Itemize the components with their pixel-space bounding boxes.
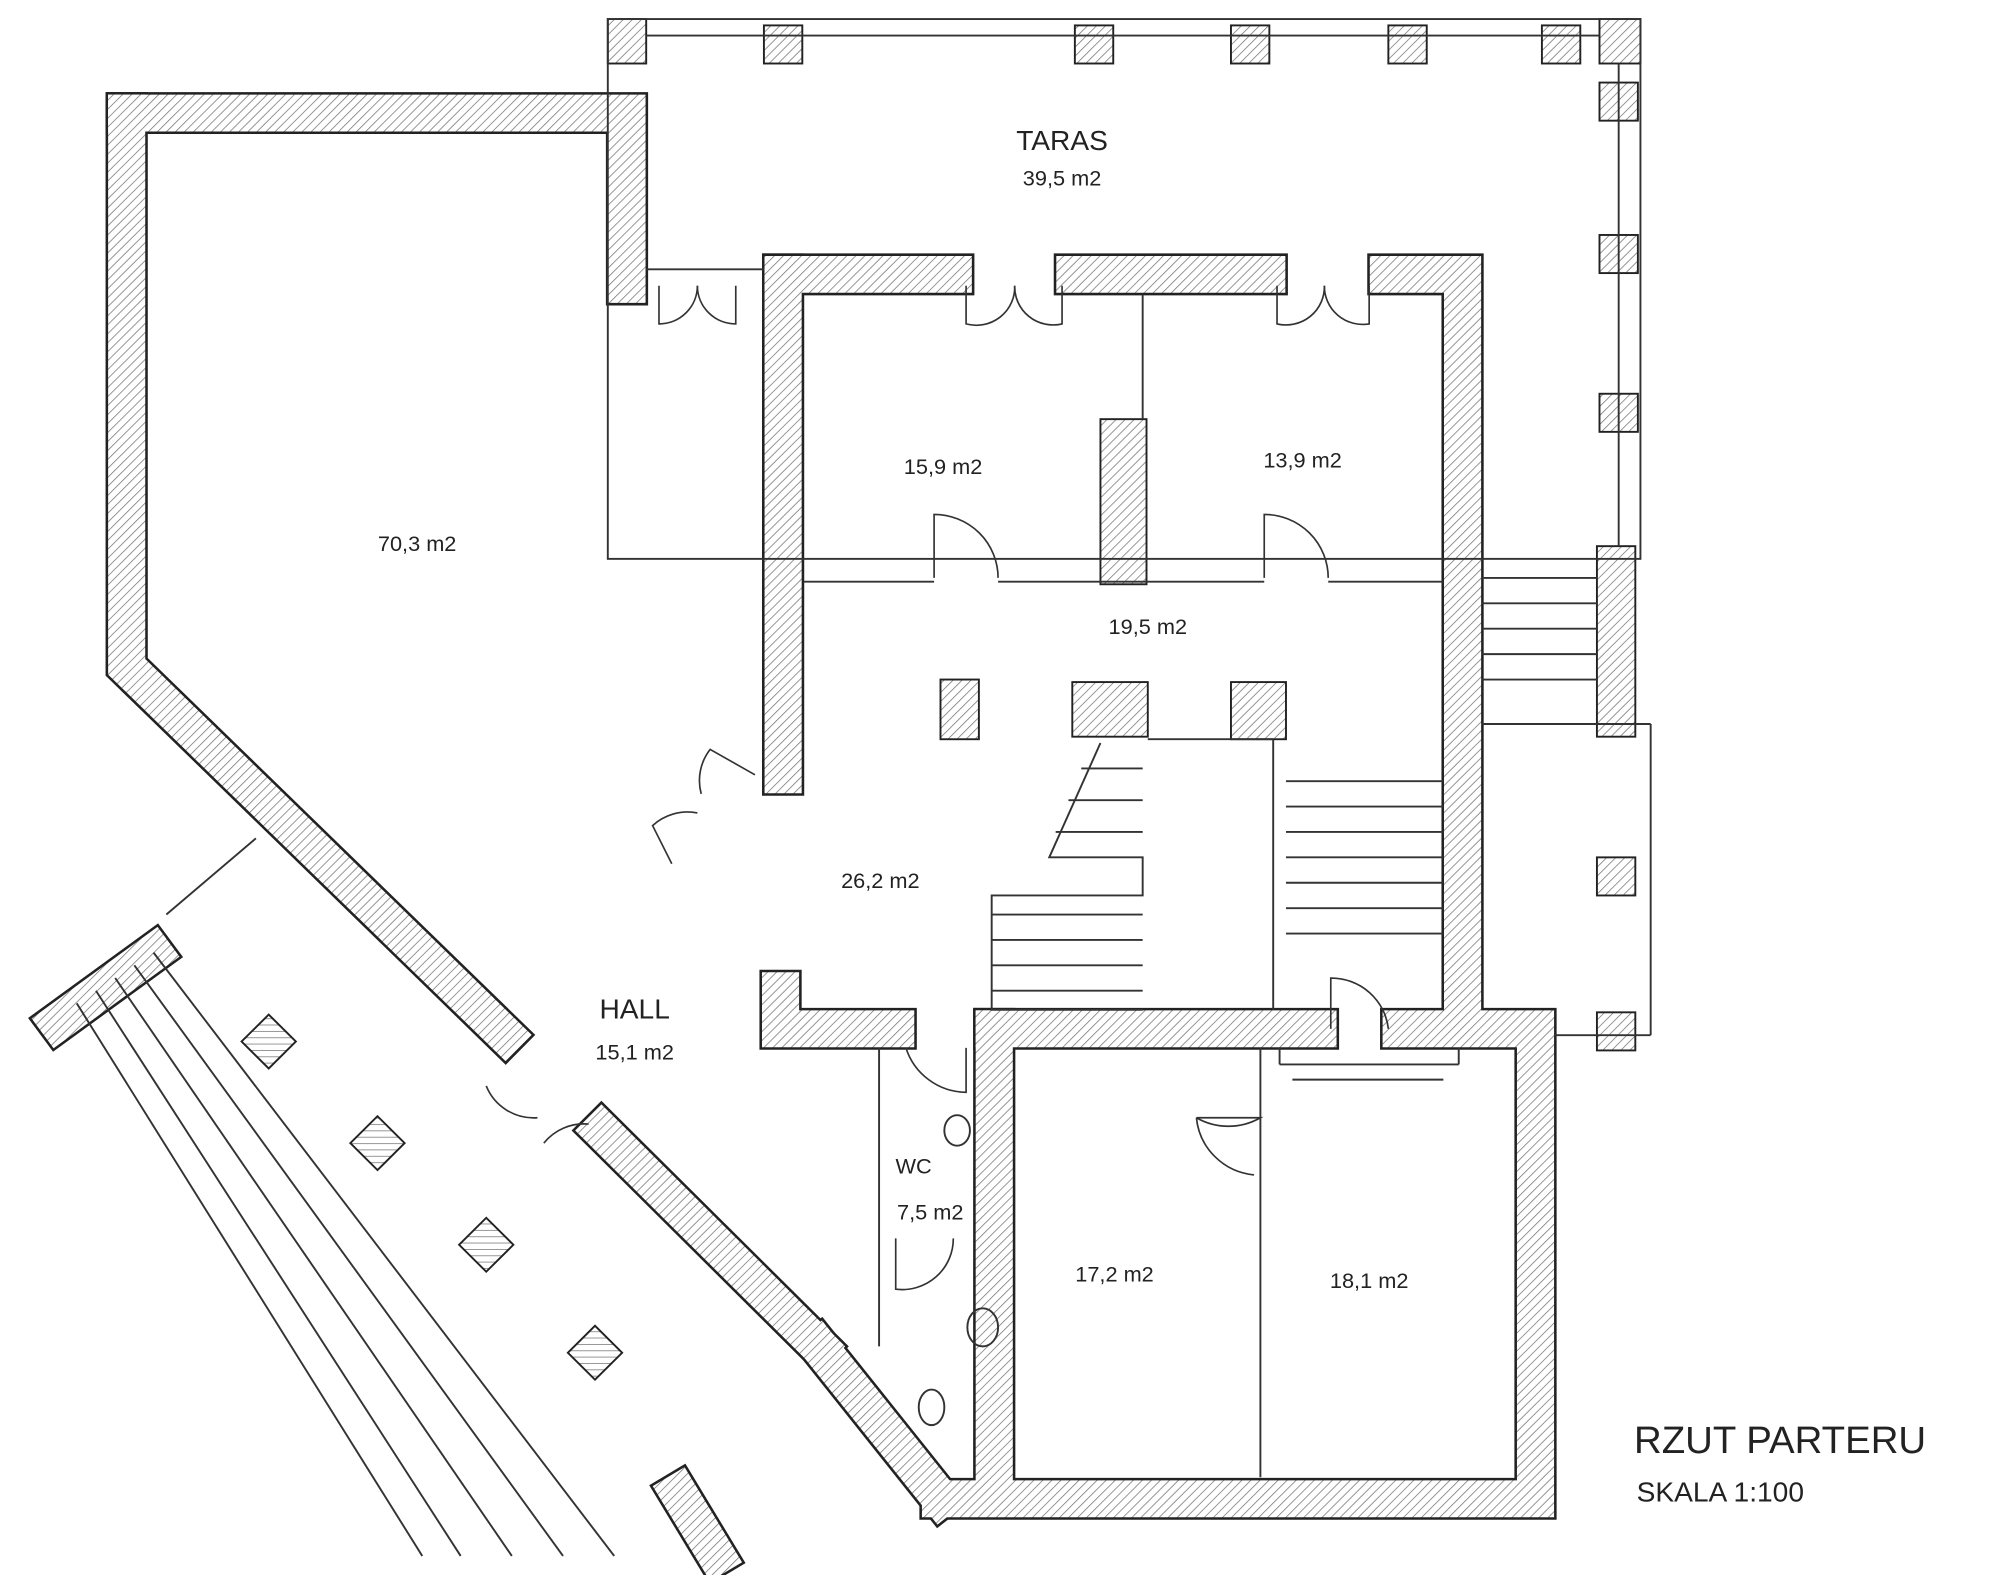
- room-area: 26,2 m2: [841, 868, 920, 893]
- drawing-scale: SKALA 1:100: [1637, 1476, 1804, 1507]
- sink-icon: [943, 1114, 971, 1147]
- room-area-hall: 15,1 m2: [595, 1039, 674, 1064]
- drawing-title: RZUT PARTERU: [1634, 1419, 1926, 1462]
- pillars: [240, 18, 1642, 1382]
- toilet-icon: [917, 1388, 946, 1427]
- walls: [28, 92, 1557, 1575]
- room-area: 15,9 m2: [904, 454, 983, 479]
- room-name-taras: TARAS: [1016, 125, 1108, 156]
- doors: [485, 285, 1390, 1291]
- wc-fixtures: [917, 1114, 1000, 1427]
- room-name-wc: WC: [896, 1154, 932, 1179]
- room-area: 19,5 m2: [1109, 614, 1188, 639]
- stairs-upper: [990, 576, 1597, 1011]
- room-area: 70,3 m2: [378, 531, 457, 556]
- room-area: 18,1 m2: [1330, 1268, 1409, 1293]
- room-area-wc: 7,5 m2: [897, 1199, 963, 1224]
- room-area: 17,2 m2: [1075, 1262, 1154, 1287]
- room-labels: TARAS 39,5 m2 70,3 m2 15,9 m2 13,9 m2 19…: [378, 125, 1409, 1293]
- room-name-hall: HALL: [599, 994, 669, 1025]
- porch-steps: [75, 837, 615, 1557]
- room-area: 13,9 m2: [1263, 447, 1342, 472]
- room-area-taras: 39,5 m2: [1023, 166, 1102, 191]
- sink-icon: [966, 1307, 1000, 1348]
- thin-lines: [75, 18, 1652, 1557]
